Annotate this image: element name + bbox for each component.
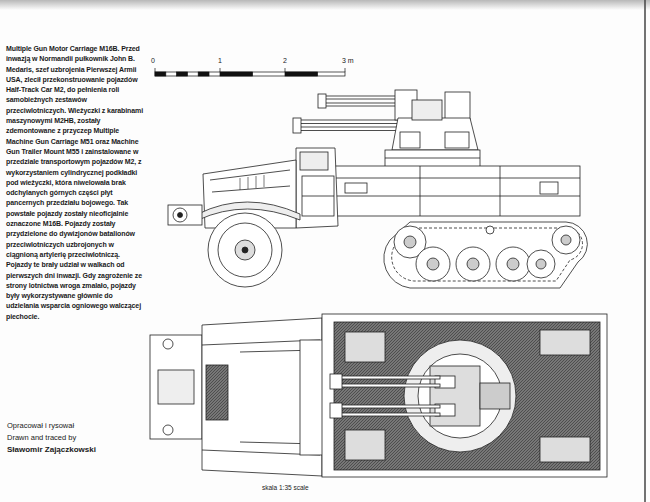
scale-number: 2 bbox=[283, 57, 287, 64]
author-name: Sławomir Zajączkowski bbox=[7, 445, 96, 454]
description-text: Multiple Gun Motor Carriage M16B. Przed … bbox=[6, 44, 146, 322]
scale-number: 3 m bbox=[342, 57, 354, 64]
scale-number: 1 bbox=[218, 57, 222, 64]
scale-number: 0 bbox=[151, 57, 155, 64]
credit-text: Opracował i rysował bbox=[7, 421, 74, 430]
scale-note: skala 1:35 scale bbox=[262, 484, 309, 491]
credit-text: Drawn and traced by bbox=[7, 433, 76, 442]
